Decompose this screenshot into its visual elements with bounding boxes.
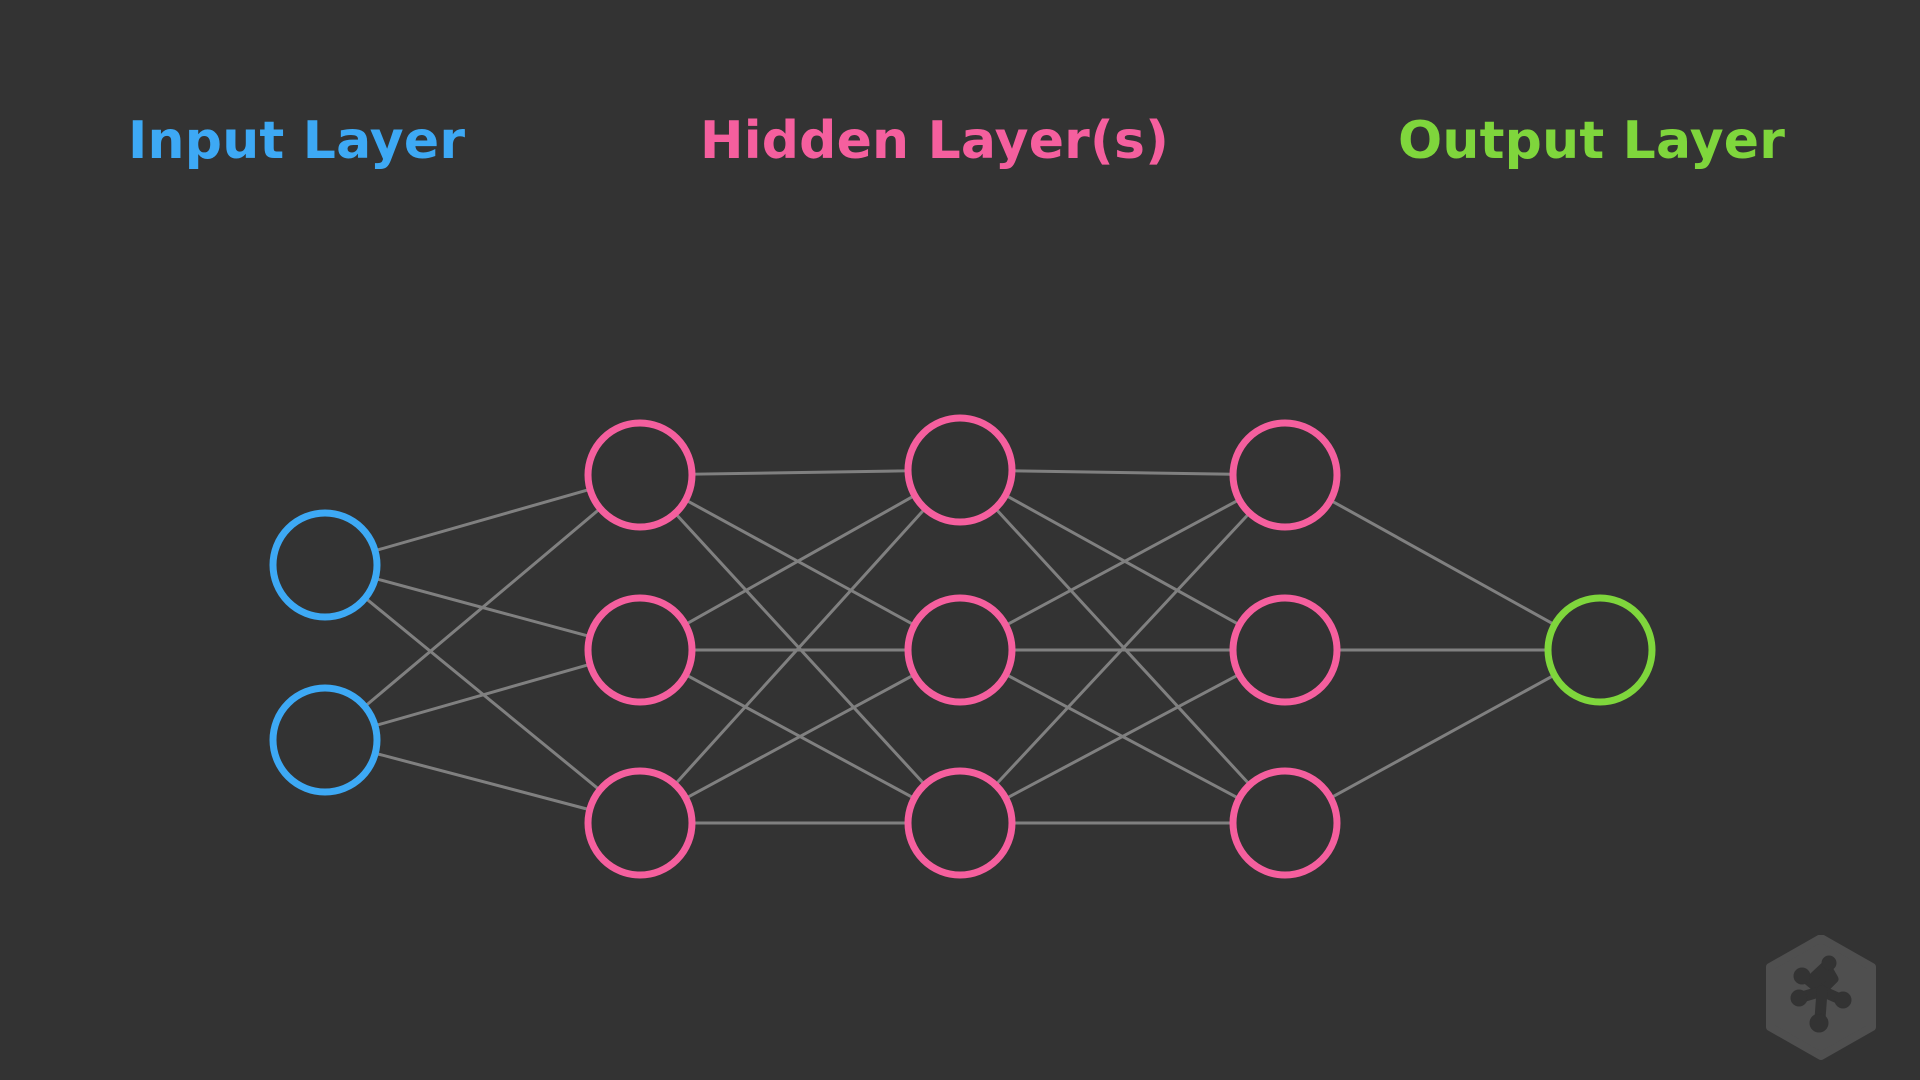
connection-edge: [673, 507, 927, 786]
connection-edge: [363, 506, 602, 709]
network-node-h2b: [904, 594, 1016, 706]
connection-edge: [373, 487, 592, 553]
network-node-i1: [269, 509, 381, 621]
connection-edge: [1329, 673, 1556, 800]
network-node-h1c: [584, 767, 696, 879]
connection-edge: [683, 493, 917, 627]
connection-edge: [1003, 493, 1242, 627]
connection-edge: [373, 662, 592, 728]
network-node-i2: [269, 684, 381, 796]
connection-edge: [1004, 672, 1241, 801]
network-node-h3c: [1229, 767, 1341, 879]
connection-edge: [684, 673, 916, 800]
network-node-h2a: [904, 414, 1016, 526]
input-layer-label: Input Layer: [128, 111, 466, 171]
connection-edge: [993, 506, 1252, 787]
network-node-h1a: [584, 419, 696, 531]
hexagon-neuron-logo-icon: [1766, 935, 1876, 1060]
network-node-h2c: [904, 767, 1016, 879]
output-layer-label: Output Layer: [1398, 111, 1786, 171]
hidden-layer-label: Hidden Layer(s): [700, 111, 1170, 171]
connection-edge: [993, 511, 1252, 787]
network-node-h1b: [584, 594, 696, 706]
connection-edge: [684, 498, 916, 627]
network-node-h3b: [1229, 594, 1341, 706]
connection-edge: [690, 469, 910, 476]
connection-edge: [1010, 469, 1235, 476]
connection-edge: [373, 751, 592, 812]
connection-edge: [1004, 498, 1241, 627]
connection-edge: [1328, 498, 1557, 627]
network-node-o1: [1544, 594, 1656, 706]
network-nodes: [269, 414, 1656, 879]
network-node-h3a: [1229, 419, 1341, 531]
connection-edges: [363, 469, 1557, 825]
